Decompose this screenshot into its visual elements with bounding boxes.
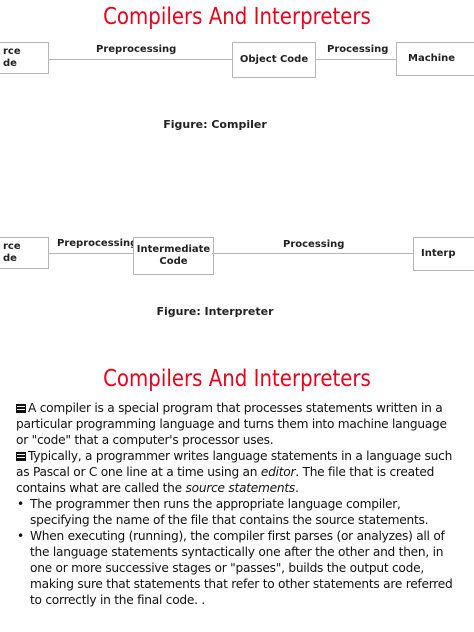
machine-code-box: Machine — [396, 42, 474, 76]
list-bullet-icon — [16, 452, 26, 461]
compiler-diagram: rce de Preprocessing Object Code Process… — [0, 38, 474, 148]
slide2-title: Compilers And Interpreters — [103, 366, 371, 392]
editor-term: editor — [260, 465, 296, 479]
source-statements-term: source statements — [185, 481, 296, 495]
source-box-line1: rce — [3, 241, 21, 252]
intermediate-line2: Code — [159, 256, 188, 267]
paragraph-typical-usage: Typically, a programmer writes language … — [16, 448, 460, 496]
processing-arrow — [315, 59, 396, 60]
bullet-item-run-compiler: The programmer then runs the appropriate… — [16, 496, 460, 528]
processing-label: Processing — [283, 239, 345, 250]
para1-text: A compiler is a special program that pro… — [16, 401, 447, 447]
object-code-box: Object Code — [232, 42, 316, 78]
source-box-line1: rce — [3, 46, 21, 57]
interpreter-box: Interp — [413, 237, 474, 271]
compiler-caption: Figure: Compiler — [163, 118, 267, 131]
slide1-title: Compilers And Interpreters — [103, 4, 371, 30]
source-box-line2: de — [3, 58, 17, 69]
source-box-line2: de — [3, 253, 17, 264]
source-code-box: rce de — [0, 42, 49, 74]
preprocessing-arrow — [49, 253, 133, 254]
source-code-box: rce de — [0, 237, 49, 269]
bullet-item-executing: When executing (running), the compiler f… — [16, 528, 460, 608]
para2-text-b: . The file that is created contains what… — [16, 465, 435, 495]
intermediate-line1: Intermediate — [136, 244, 211, 255]
interpreter-caption: Figure: Interpreter — [156, 305, 274, 318]
interpreter-diagram: rce de Preprocessing Intermediate Code P… — [0, 232, 474, 342]
bullet-list: The programmer then runs the appropriate… — [16, 496, 460, 608]
paragraph-compiler-definition: A compiler is a special program that pro… — [16, 400, 460, 448]
processing-arrow — [212, 253, 413, 254]
list-bullet-icon — [16, 404, 26, 413]
para2-text-a: Typically, a programmer writes language … — [16, 449, 453, 479]
preprocessing-label: Preprocessing — [96, 44, 177, 55]
para2-text-c: . — [295, 481, 299, 495]
preprocessing-arrow — [49, 59, 232, 60]
intermediate-code-box: Intermediate Code — [133, 237, 214, 275]
preprocessing-label: Preprocessing — [57, 238, 138, 249]
slide2-body: A compiler is a special program that pro… — [16, 400, 460, 608]
processing-label: Processing — [327, 44, 389, 55]
